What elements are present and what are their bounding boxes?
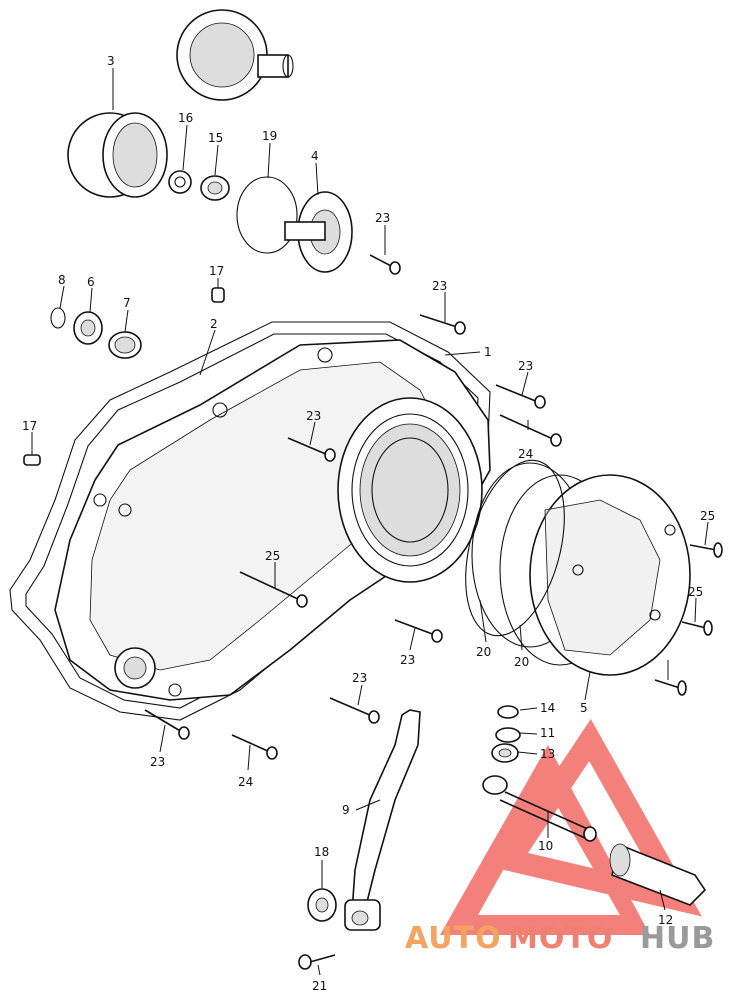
pedal-shaft [482,775,597,842]
label-24-b: 25 [265,549,280,563]
rotor-cover [471,462,691,676]
label-23-a: 23 [432,279,447,293]
label-25-b: 25 [688,585,703,599]
bolt-21 [298,954,336,970]
lock-washer [168,170,192,194]
label-11: 11 [540,726,555,740]
label-1: 1 [484,345,492,359]
label-23-b: 23 [518,359,533,373]
label-13: 13 [540,747,555,761]
label-20-b: 20 [514,655,529,669]
label-25-a: 25 [700,509,715,523]
label-15: 15 [208,131,223,145]
o-ring [236,176,298,254]
spring-7 [108,331,142,359]
label-21: 21 [312,979,327,993]
label-14: 14 [540,701,555,715]
part-labels: 3 16 15 19 4 23 17 8 6 7 2 23 1 23 23 24… [22,54,715,993]
watermark-logo [440,718,702,935]
lock-nut [200,175,230,201]
screws [144,314,723,760]
label-17-left: 17 [22,419,37,433]
label-23-e: 23 [352,671,367,685]
rotor [284,191,353,273]
crankcase-cover [54,339,491,701]
label-2: 2 [210,317,218,331]
label-23-g: 24 [238,775,253,789]
washer-8 [50,307,66,329]
watermark-auto: AUTO [405,921,502,956]
kick-arm [344,709,421,931]
label-19: 19 [262,129,277,143]
pedal-rubber [609,843,707,906]
bolt-22 [369,254,401,275]
label-23-d: 23 [400,653,415,667]
label-4: 4 [311,149,319,163]
label-3: 3 [107,54,115,68]
label-23-f: 23 [150,755,165,769]
label-7: 7 [123,296,131,310]
filter-housing [67,112,168,198]
label-5: 5 [580,701,588,715]
label-18: 18 [314,845,329,859]
label-17-top: 17 [209,264,224,278]
leader-lines [31,68,709,976]
oil-seal [307,888,337,922]
label-23-c: 23 [306,409,321,423]
label-24-a: 24 [518,447,533,461]
gear [176,9,294,101]
dowel-pin-top [211,287,225,303]
label-22: 23 [375,211,390,225]
label-6: 6 [87,275,95,289]
o-ring-20a [465,459,565,637]
bearing-6 [73,311,103,345]
watermark-hub: HUB [640,921,715,956]
label-10: 10 [538,839,553,853]
label-9: 9 [342,803,350,817]
label-16: 16 [178,111,193,125]
watermark-moto: MOTO [508,921,613,956]
label-8: 8 [58,273,66,287]
small-parts [491,705,521,763]
watermark-text: AUTO MOTO HUB [405,921,715,956]
dowel-pin-left [23,454,41,466]
label-20-a: 20 [476,645,491,659]
label-12: 12 [658,913,673,927]
